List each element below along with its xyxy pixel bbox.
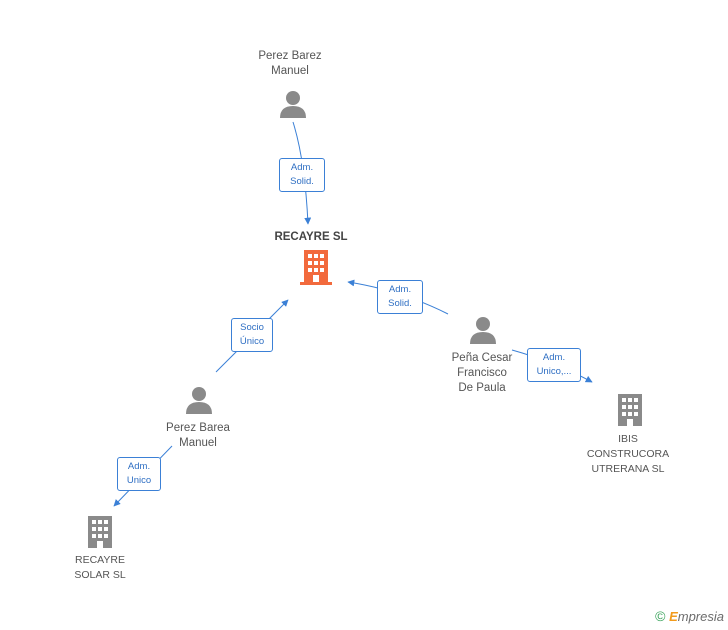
node-label-ibis[interactable]: IBIS CONSTRUCORA UTRERANA SL — [586, 433, 670, 475]
building-icon[interactable] — [88, 516, 112, 548]
brand-e: E — [669, 609, 678, 624]
edge-label-adm-solid[interactable]: Adm. Solid. — [279, 158, 325, 192]
person-icon[interactable] — [470, 317, 496, 344]
person-icon[interactable] — [186, 387, 212, 414]
node-label-perez-barea[interactable]: Perez Barea Manuel — [166, 422, 230, 449]
node-label-pena-cesar[interactable]: Peña Cesar Francisco De Paula — [451, 352, 513, 394]
brand-logo: © Empresia — [655, 608, 724, 624]
edge-label-adm-unico[interactable]: Adm. Unico — [117, 457, 161, 491]
node-label-recayre-solar[interactable]: RECAYRE SOLAR SL — [74, 554, 126, 581]
edge-label-adm-solid[interactable]: Adm. Solid. — [377, 280, 423, 314]
node-label-recayre-sl[interactable]: RECAYRE SL — [274, 231, 348, 243]
edge-label-socio-unico[interactable]: Socio Único — [231, 318, 273, 352]
brand-rest: mpresia — [677, 609, 724, 624]
copyright-symbol: © — [655, 608, 666, 624]
node-label-perez-barez[interactable]: Perez Barez Manuel — [258, 50, 322, 77]
building-icon[interactable] — [300, 250, 332, 285]
edge-label-adm-unico[interactable]: Adm. Unico,... — [527, 348, 581, 382]
person-icon[interactable] — [280, 91, 306, 118]
building-icon[interactable] — [618, 394, 642, 426]
